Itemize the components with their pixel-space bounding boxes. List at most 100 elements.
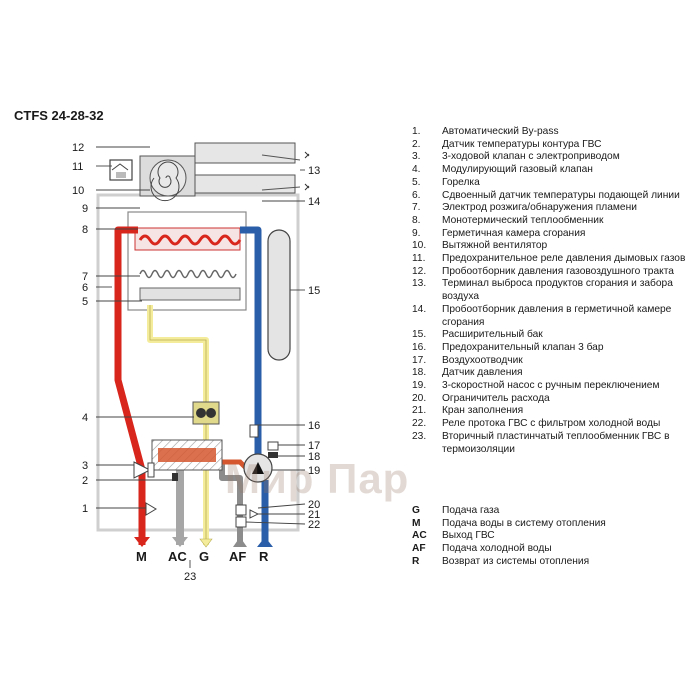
- legend-text: Расширительный бак: [442, 329, 543, 341]
- legend-number: 4.: [412, 164, 421, 176]
- primary-coil: [138, 234, 242, 246]
- callout-10: 10: [72, 185, 84, 197]
- callout-13: 13: [308, 165, 320, 177]
- code-key: AC: [412, 530, 427, 542]
- code-text: Подача воды в систему отопления: [442, 517, 606, 529]
- legend-text: Ограничитель расхода: [442, 392, 550, 404]
- legend-number: 1.: [412, 126, 421, 137]
- callout-17: 17: [308, 440, 320, 452]
- flow-pipe: [114, 226, 146, 545]
- legend-text: Предохранительный клапан 3 бар: [442, 341, 604, 353]
- legend-item: 14.Пробоотборник давления в герметичной …: [412, 304, 694, 329]
- legend-number: 13.: [412, 278, 427, 290]
- diagram-title: CTFS 24-28-32: [14, 108, 104, 123]
- code-item: M Подача воды в систему отопления: [412, 518, 694, 531]
- legend-text: Терминал выброса продуктов сгорания и за…: [442, 278, 673, 303]
- callout-23: 23: [184, 571, 196, 583]
- legend-item: 11. Предохранительное реле давления дымов…: [412, 253, 694, 266]
- legend-text: Датчик температуры контура ГВС: [442, 138, 602, 150]
- legend-number: 14.: [412, 303, 427, 315]
- callout-21: 21: [308, 509, 320, 521]
- flue-pressure-switch: [109, 159, 133, 181]
- callout-9: 9: [82, 203, 88, 215]
- callout-19: 19: [308, 465, 320, 477]
- port-label-m: M: [136, 549, 147, 564]
- legend-text: Предохранительное реле давления дымовых …: [442, 253, 686, 265]
- legend-text: Вытяжной вентилятор: [442, 240, 548, 252]
- legend-text: 3-скоростной насос с ручным переключение…: [442, 380, 660, 392]
- legend-text: Герметичная камера сгорания: [442, 227, 586, 239]
- pressure-sensor: [268, 452, 278, 458]
- legend-number: 11.: [412, 253, 426, 265]
- callout-12: 12: [72, 142, 84, 154]
- callout-14: 14: [308, 196, 320, 208]
- port-label-af: AF: [229, 549, 246, 564]
- legend-number: 15.: [412, 329, 427, 341]
- callout-1: 1: [82, 503, 88, 515]
- legend-number: 9.: [412, 227, 421, 239]
- port-labels: M AC G AF R: [136, 549, 269, 564]
- legend-number: 8.: [412, 214, 421, 226]
- code-text: Подача газа: [442, 505, 500, 516]
- legend-text: Автоматический By-pass: [442, 126, 559, 137]
- callout-8: 8: [82, 224, 88, 236]
- code-key: R: [412, 555, 420, 567]
- legend-number: 21.: [412, 405, 427, 417]
- code-key: AF: [412, 543, 426, 555]
- plate-heat-exchanger-hot: [158, 448, 216, 462]
- watermark: Мир Пар: [225, 455, 410, 502]
- gas-valve: [192, 401, 220, 425]
- legend-number: 5.: [412, 176, 421, 188]
- legend-item: 3. 3-ходовой клапан с электроприводом: [412, 151, 694, 164]
- legend-item: 15. Расширительный бак: [412, 329, 694, 342]
- legend-number: 20.: [412, 392, 427, 404]
- port-arrows: [134, 537, 273, 548]
- legend-item: 23.Вторичный пластинчатый теплообменник …: [412, 431, 694, 456]
- legend-number: 18.: [412, 367, 427, 379]
- legend-text: Воздухоотводчик: [442, 354, 523, 366]
- legend-item: 6. Сдвоенный датчик температуры подающей …: [412, 190, 694, 203]
- legend-item: 16.Предохранительный клапан 3 бар: [412, 342, 694, 355]
- legend-text: Реле протока ГВС с фильтром холодной вод…: [442, 418, 661, 430]
- legend-number: 19.: [412, 380, 427, 392]
- callout-7: 7: [82, 271, 88, 283]
- expansion-tank: [267, 229, 291, 361]
- leader-lines: [96, 146, 306, 568]
- legend-item: 9. Герметичная камера сгорания: [412, 228, 694, 241]
- legend-number: 10.: [412, 240, 427, 252]
- legend-item: 21.Кран заполнения: [412, 405, 694, 418]
- bypass: [145, 502, 157, 516]
- legend-number: 7.: [412, 202, 421, 214]
- legend-number: 6.: [412, 189, 421, 201]
- legend-text: Горелка: [442, 176, 480, 188]
- return-pipe: [240, 226, 262, 455]
- port-label-g: G: [199, 549, 209, 564]
- callout-15: 15: [308, 285, 320, 297]
- electrode-coil: [139, 269, 237, 279]
- callout-20: 20: [308, 499, 320, 511]
- port-label-r: R: [259, 549, 269, 564]
- pump: [243, 453, 273, 483]
- callout-18: 18: [308, 451, 320, 463]
- air-vent: [267, 441, 279, 451]
- legend-number: 3.: [412, 151, 421, 163]
- burner: [139, 287, 241, 301]
- callout-3: 3: [82, 460, 88, 472]
- callout-11: 11: [72, 161, 83, 173]
- legend-item: 12.Пробоотборник давления газовоздушного…: [412, 266, 694, 279]
- legend-text: Сдвоенный датчик температуры подающей ли…: [442, 189, 680, 201]
- legend-item: 5. Горелка: [412, 177, 694, 190]
- fan-assembly: [139, 142, 310, 202]
- code-key: M: [412, 517, 421, 529]
- callout-4: 4: [82, 412, 88, 424]
- legend-item: 13. Терминал выброса продуктов сгорания и…: [412, 278, 694, 303]
- filling-tap: [249, 509, 260, 519]
- legend-text: Вторичный пластинчатый теплообменник ГВС…: [442, 430, 670, 455]
- legend-item: 8.Монотермический теплообменник: [412, 215, 694, 228]
- dhw-sensor: [172, 473, 178, 481]
- callout-22: 22: [308, 519, 320, 531]
- legend-text: 3-ходовой клапан с электроприводом: [442, 151, 620, 163]
